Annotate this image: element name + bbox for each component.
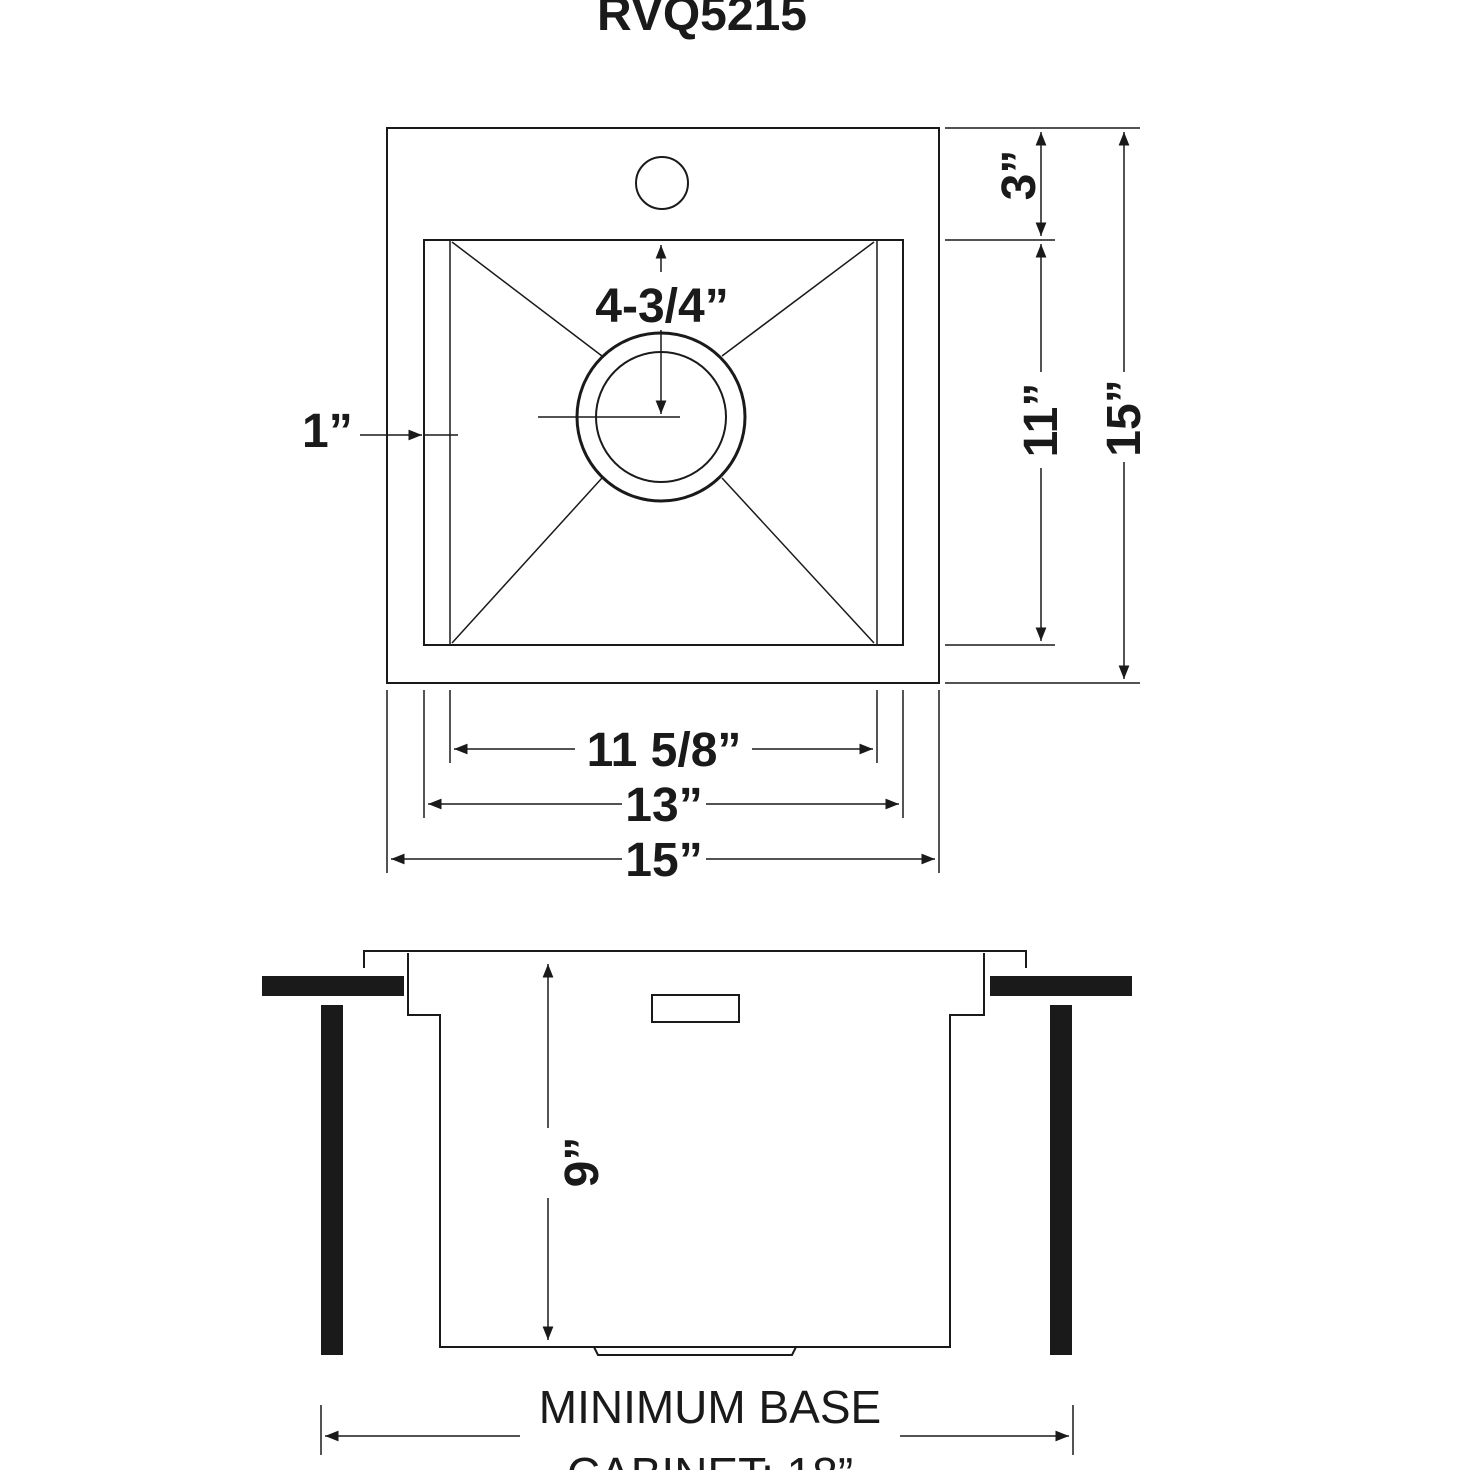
drain-offset-label: 4-3/4” <box>595 280 728 333</box>
slope-line <box>721 241 875 357</box>
slope-line <box>451 241 603 357</box>
slope-line <box>451 477 603 644</box>
model-title: RVQ5215 <box>597 0 807 41</box>
basin-outline <box>423 239 904 646</box>
bowl-depth-label: 9” <box>556 1137 609 1188</box>
sink-outline <box>386 127 940 684</box>
cabinet-wall-right <box>1050 1005 1072 1355</box>
sink-bowl <box>407 953 985 1348</box>
rim-width-label: 1” <box>302 405 353 458</box>
basin-depth-label: 11” <box>1015 383 1068 458</box>
faucet-offset-label: 3” <box>993 150 1046 201</box>
slope-line <box>721 477 875 644</box>
basin-width-label: 13” <box>625 779 702 832</box>
faucet-hole <box>635 156 689 210</box>
cabinet-label-line1: MINIMUM BASE <box>539 1381 881 1433</box>
overflow-slot <box>651 994 740 1023</box>
side-view: 9” MINIMUM BASE CABINET: 18” <box>262 950 1132 1470</box>
drain-bottom <box>593 1346 797 1356</box>
cabinet-label-line2: CABINET: 18” <box>567 1448 853 1470</box>
countertop-left <box>262 976 404 996</box>
bottom-width-label: 11 5/8” <box>587 724 742 777</box>
countertop-right <box>990 976 1132 996</box>
top-view: 4-3/4” 1” 3” 11” 15” 11 5/8” 13” <box>302 127 1151 887</box>
sink-flange <box>363 950 1027 968</box>
overall-depth-label: 15” <box>1098 379 1151 456</box>
cabinet-wall-left <box>321 1005 343 1355</box>
overall-width-label: 15” <box>625 834 702 887</box>
